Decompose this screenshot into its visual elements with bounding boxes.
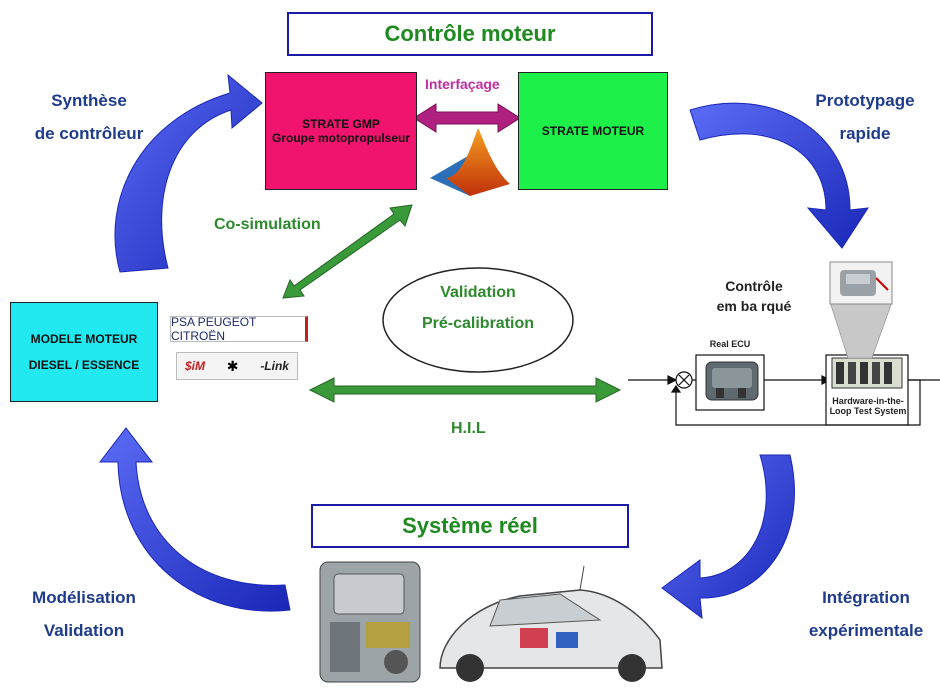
real-ecu-label: Real ECU xyxy=(709,339,751,349)
synthese-line2: de contrôleur xyxy=(34,124,144,143)
simlink-logo: $iM ✱ -Link xyxy=(176,352,298,380)
strate-moteur-block: STRATE MOTEUR xyxy=(518,72,668,190)
precalibration-label: Pré-calibration xyxy=(421,315,535,332)
integration-line2: expérimentale xyxy=(808,621,924,640)
modelisation-label: Modélisation Validation xyxy=(14,581,154,647)
interfacage-arrow xyxy=(413,103,521,133)
hil-rack xyxy=(831,357,903,389)
curved-arrow-top-right xyxy=(689,102,869,249)
modelisation-line2: Validation xyxy=(43,621,125,640)
synthese-label: Synthèse de contrôleur xyxy=(14,84,164,150)
modele-moteur-block: MODELE MOTEUR DIESEL / ESSENCE xyxy=(10,302,158,402)
hil-system-label: Hardware-in-the- Loop Test System xyxy=(822,396,914,416)
strate-gmp-block: STRATE GMP Groupe motopropulseur xyxy=(265,72,417,190)
curved-arrow-bottom-left xyxy=(98,427,291,612)
synthese-line1: Synthèse xyxy=(51,91,127,110)
zoom-cone xyxy=(829,301,893,359)
curved-arrow-top-left xyxy=(114,73,263,273)
engine-thumbnail xyxy=(829,261,893,305)
simlink-prefix: $iM xyxy=(185,359,206,373)
simlink-suffix: -Link xyxy=(260,359,289,373)
engine-image xyxy=(319,561,421,683)
hil-label: H.I.L xyxy=(451,420,486,437)
integration-label: Intégration expérimentale xyxy=(794,581,938,647)
curved-arrow-bottom-right xyxy=(661,454,795,620)
controle-embarque-label: Contrôle em ba rqué xyxy=(704,276,804,316)
interfacage-label: Interfaçage xyxy=(425,76,500,92)
hil-system-line1: Hardware-in-the- xyxy=(832,396,904,406)
car-image xyxy=(439,565,663,682)
ecu-device xyxy=(705,361,759,401)
matlab-logo xyxy=(430,128,510,196)
validation-ellipse xyxy=(382,267,574,373)
validation-label: Validation xyxy=(440,284,516,301)
systeme-reel-title: Système réel xyxy=(311,504,629,548)
hil-arrow xyxy=(308,377,622,403)
modele-moteur-line2: DIESEL / ESSENCE xyxy=(28,358,140,372)
modele-moteur-line1: MODELE MOTEUR xyxy=(30,332,138,346)
controle-moteur-title: Contrôle moteur xyxy=(287,12,653,56)
cosimulation-label: Co-simulation xyxy=(214,216,321,233)
controle-embarque-line2: em ba rqué xyxy=(716,298,792,314)
modelisation-line1: Modélisation xyxy=(32,588,136,607)
strate-gmp-title: STRATE GMP xyxy=(302,117,380,131)
prototypage-line2: rapide xyxy=(839,124,891,143)
prototypage-line1: Prototypage xyxy=(815,91,915,110)
cosimulation-arrow xyxy=(282,204,413,299)
psa-logo: PSA PEUGEOT CITROËN xyxy=(170,315,308,343)
integration-line1: Intégration xyxy=(822,588,910,607)
strate-moteur-title: STRATE MOTEUR xyxy=(541,124,645,138)
strate-gmp-subtitle: Groupe motopropulseur xyxy=(272,131,410,145)
controle-embarque-line1: Contrôle xyxy=(725,278,783,294)
psa-logo-text: PSA PEUGEOT CITROËN xyxy=(171,315,257,343)
hil-system-line2: Loop Test System xyxy=(829,406,907,416)
prototypage-label: Prototypage rapide xyxy=(800,84,930,150)
cow-icon: ✱ xyxy=(226,357,239,374)
